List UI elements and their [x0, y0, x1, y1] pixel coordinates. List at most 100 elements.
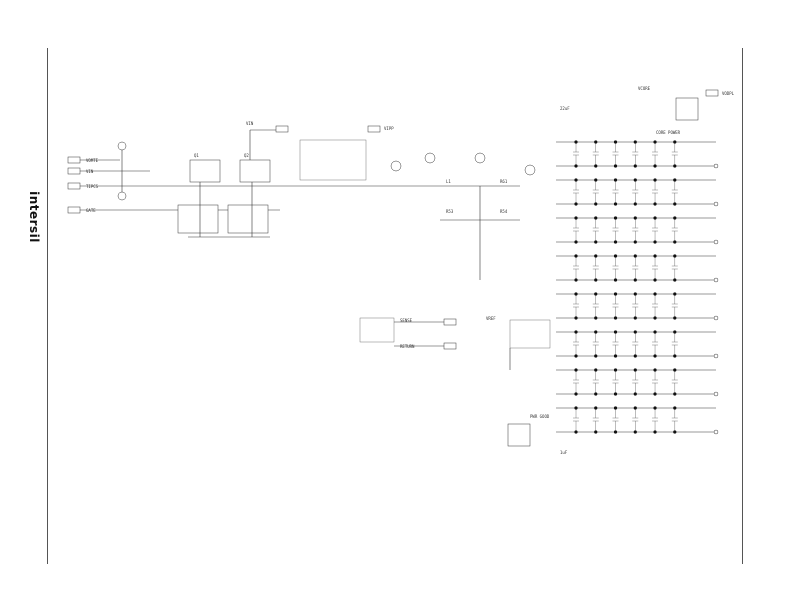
vipp-label: VIPP: [384, 126, 394, 131]
junction-dot: [653, 292, 657, 296]
junction-dot: [574, 430, 578, 434]
junction-dot: [594, 240, 598, 244]
junction-dot: [673, 178, 677, 182]
input-ports: VOMTE VIN TIPCS GATE: [67, 156, 99, 214]
inductor-label: L1: [446, 179, 451, 184]
junction-dot: [673, 140, 677, 144]
junction-dot: [673, 430, 677, 434]
rail-terminal: [713, 391, 719, 397]
mosfet-wires: [188, 182, 270, 238]
junction-dot: [574, 164, 578, 168]
junction-dot: [574, 392, 578, 396]
capacitor: [573, 180, 579, 204]
sense-wires: [394, 321, 444, 347]
capacitor: [632, 142, 639, 166]
bottom-connector: [507, 423, 531, 447]
capacitor: [671, 332, 678, 356]
junction-dot: [633, 140, 637, 144]
capacitor: [671, 294, 678, 318]
right-margin-line: [742, 48, 743, 564]
rail-terminal: [713, 353, 719, 359]
capacitor: [632, 218, 639, 242]
junction-dot: [574, 240, 578, 244]
test-point-4: [424, 152, 436, 164]
junction-dot: [633, 392, 637, 396]
junction-dot: [633, 202, 637, 206]
junction-dot: [594, 316, 598, 320]
junction-dot: [673, 292, 677, 296]
junction-dot: [633, 368, 637, 372]
rail-terminal: [713, 429, 719, 435]
junction-dot: [594, 368, 598, 372]
capacitor: [592, 142, 599, 166]
capacitor: [632, 370, 639, 394]
junction-dot: [613, 354, 618, 358]
junction-dot: [653, 216, 657, 220]
vref-block: [509, 319, 551, 349]
capacitor: [632, 256, 639, 280]
capacitor: [573, 218, 579, 242]
junction-dot: [653, 392, 657, 396]
capacitor: [632, 294, 639, 318]
port-label-vomte: VOMTE: [86, 158, 99, 163]
junction-dot: [673, 278, 677, 282]
capacitor: [573, 370, 579, 394]
junction-dot: [613, 254, 618, 258]
junction-dot: [653, 354, 657, 358]
junction-dot: [633, 330, 637, 334]
junction-dot: [633, 292, 637, 296]
capacitor: [592, 218, 599, 242]
mosfet-q2: [239, 159, 271, 183]
capacitor: [592, 180, 599, 204]
capacitor: [573, 408, 579, 432]
rail-terminal: [713, 277, 719, 283]
capacitor: [652, 370, 659, 394]
capacitor: [592, 370, 599, 394]
test-point-2: [117, 191, 127, 201]
junction-dot: [633, 354, 637, 358]
capacitor: [592, 408, 599, 432]
port-label-gate: GATE: [86, 208, 96, 213]
rail-terminal: [713, 201, 719, 207]
vcc-wire: [249, 129, 276, 160]
junction-dot: [574, 278, 578, 282]
junction-dot: [594, 216, 598, 220]
junction-dot: [633, 430, 637, 434]
port-box-tipcs: [67, 182, 81, 190]
junction-dot: [673, 368, 677, 372]
junction-dot: [673, 254, 677, 258]
junction-dot: [594, 406, 598, 410]
port-label-vin: VIN: [86, 169, 94, 174]
junction-dot: [594, 330, 598, 334]
junction-dot: [653, 240, 657, 244]
vcc-port: [275, 125, 289, 133]
junction-dot: [653, 140, 657, 144]
junction-dot: [613, 216, 618, 220]
capacitor: [652, 332, 659, 356]
core-power-connector: [675, 97, 699, 121]
capacitor: [612, 370, 619, 394]
junction-dot: [633, 254, 637, 258]
junction-dot: [594, 202, 598, 206]
junction-dot: [594, 392, 598, 396]
capacitor: [573, 294, 579, 318]
junction-dot: [594, 164, 598, 168]
junction-dot: [613, 330, 618, 334]
capacitor: [652, 294, 659, 318]
junction-dot: [594, 254, 598, 258]
input-wires: [80, 159, 430, 211]
q1-label: Q1: [194, 153, 199, 158]
junction-dot: [673, 164, 677, 168]
junction-dot: [613, 392, 618, 396]
junction-dot: [673, 202, 677, 206]
capacitor: [671, 142, 678, 166]
junction-dot: [613, 430, 618, 434]
sense-port: [443, 318, 457, 326]
capacitor: [671, 256, 678, 280]
junction-dot: [574, 254, 578, 258]
junction-dot: [653, 254, 657, 258]
input-filter-block: [299, 139, 367, 181]
capacitor: [652, 180, 659, 204]
junction-dot: [653, 178, 657, 182]
capacitor: [573, 142, 579, 166]
